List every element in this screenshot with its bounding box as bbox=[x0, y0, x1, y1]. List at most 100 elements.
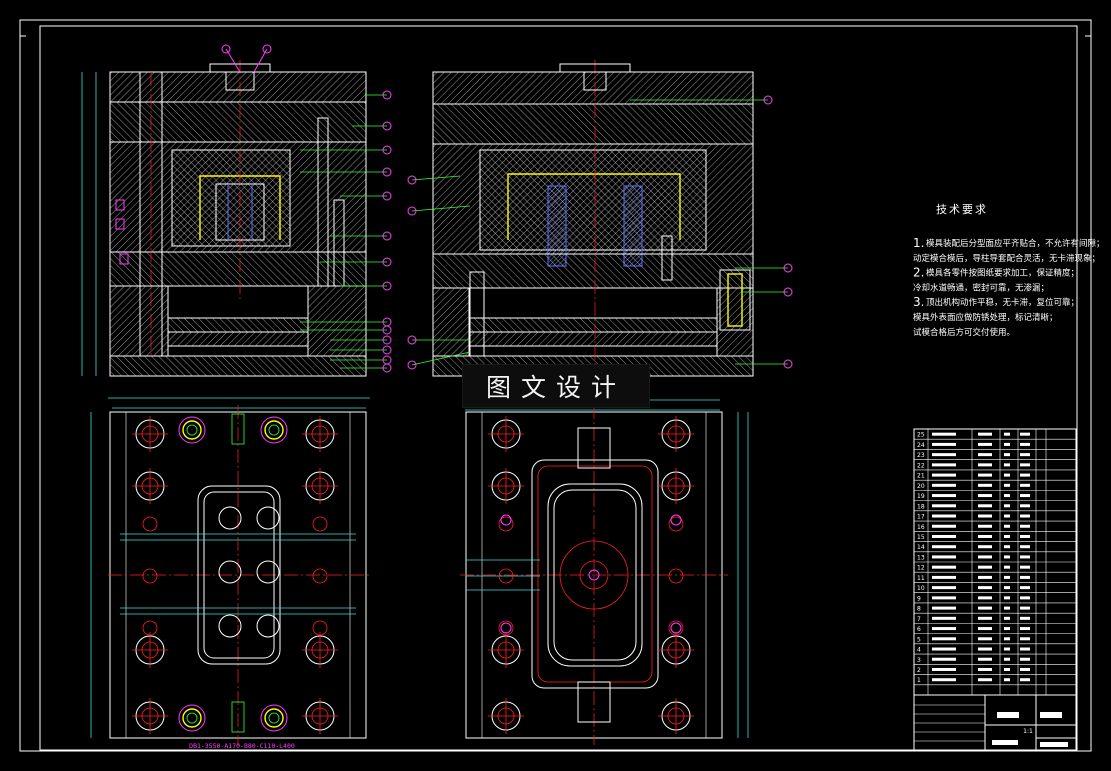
bolt-hole bbox=[668, 516, 684, 532]
bom-row-name bbox=[978, 565, 992, 569]
bom-row-material bbox=[1020, 534, 1030, 538]
plan-view-left-circles bbox=[132, 416, 338, 734]
bolt-hole bbox=[142, 568, 158, 584]
bom-row-name bbox=[978, 606, 992, 610]
bom-row-number: 17 bbox=[917, 514, 925, 521]
bom-row-material bbox=[1020, 575, 1030, 579]
bom-row-code bbox=[932, 616, 956, 620]
bolt-hole bbox=[668, 620, 684, 636]
bom-row-material bbox=[1020, 545, 1030, 549]
bom-row-code bbox=[932, 453, 956, 457]
bom-row-name bbox=[978, 678, 992, 682]
bom-row-code bbox=[932, 596, 956, 600]
section-view-b bbox=[432, 60, 754, 377]
bom-row-name bbox=[978, 442, 992, 446]
bom-row-number: 19 bbox=[917, 493, 925, 500]
bom-row-material bbox=[1020, 453, 1030, 457]
bom-row-code bbox=[932, 473, 956, 477]
bom-row-code bbox=[932, 483, 956, 487]
requirement-line: 试模合格后方可交付使用。 bbox=[913, 327, 1015, 338]
bom-row-material bbox=[1020, 565, 1030, 569]
bom-row-material bbox=[1020, 586, 1030, 590]
guide-bush bbox=[178, 704, 206, 732]
bom-row-code bbox=[932, 637, 956, 641]
bom-row-name bbox=[978, 483, 992, 487]
bom-row-material bbox=[1020, 657, 1030, 661]
bom-row-code bbox=[932, 442, 956, 446]
bom-row-number: 25 bbox=[917, 432, 925, 439]
bom-row-qty bbox=[1004, 678, 1010, 682]
bom-row-code bbox=[932, 565, 956, 569]
bom-row-material bbox=[1020, 667, 1030, 671]
ejector-hole bbox=[218, 614, 242, 638]
bom-row-name bbox=[978, 432, 992, 436]
bom-row-qty bbox=[1004, 442, 1010, 446]
bom-row-qty bbox=[1004, 627, 1010, 631]
bolt-hole bbox=[312, 568, 328, 584]
bom-row-code bbox=[932, 575, 956, 579]
technical-requirements: 技术要求 模具装配后分型面应平齐贴合，不允许有间隙；1.动定模合模后，导柱导套配… bbox=[913, 203, 1105, 338]
bom-row-name bbox=[978, 473, 992, 477]
bom-row-qty bbox=[1004, 575, 1010, 579]
bom-row-code bbox=[932, 647, 956, 651]
guide-bush-inner bbox=[182, 420, 202, 440]
bom-row-code bbox=[932, 504, 956, 508]
requirement-number: 2. bbox=[913, 266, 924, 280]
bom-row-qty bbox=[1004, 606, 1010, 610]
ejector-hole bbox=[256, 614, 280, 638]
guide-bush bbox=[260, 416, 288, 444]
title-block-ratio: 1:1 bbox=[1023, 728, 1033, 735]
bom-row-code bbox=[932, 432, 956, 436]
bom-row-qty bbox=[1004, 514, 1010, 518]
bom-row-qty bbox=[1004, 667, 1010, 671]
bom-row-material bbox=[1020, 606, 1030, 610]
bom-row-material bbox=[1020, 463, 1030, 467]
bom-row-material bbox=[1020, 432, 1030, 436]
bom-row-number: 14 bbox=[917, 544, 925, 551]
guide-bush bbox=[260, 704, 288, 732]
pin-hole bbox=[670, 514, 682, 526]
mold-base-label: DB1-3550-A170-B80-C110-L400 bbox=[189, 742, 295, 750]
bom-row-name bbox=[978, 494, 992, 498]
bom-row-name bbox=[978, 657, 992, 661]
bom-row-number: 6 bbox=[917, 626, 921, 633]
ejector-hole bbox=[256, 506, 280, 530]
bom-row-name bbox=[978, 555, 992, 559]
bom-row-name bbox=[978, 627, 992, 631]
bom-row-qty bbox=[1004, 504, 1010, 508]
bom-row-material bbox=[1020, 647, 1030, 651]
guide-bush bbox=[178, 416, 206, 444]
bom-row-name bbox=[978, 463, 992, 467]
requirement-line: 模具各零件按图纸要求加工，保证精度； bbox=[926, 268, 1079, 279]
bolt-hole bbox=[498, 516, 514, 532]
bom-row-qty bbox=[1004, 657, 1010, 661]
bom-row-qty bbox=[1004, 555, 1010, 559]
bom-row-number: 20 bbox=[917, 483, 925, 490]
bom-row-number: 21 bbox=[917, 473, 925, 480]
guide-bush-core bbox=[268, 712, 280, 724]
bom-row-name bbox=[978, 586, 992, 590]
bom-row-code bbox=[932, 524, 956, 528]
bom-row-number: 10 bbox=[917, 585, 925, 592]
bom-row-qty bbox=[1004, 596, 1010, 600]
requirement-number: 3. bbox=[913, 295, 924, 309]
requirement-line: 模具装配后分型面应平齐贴合，不允许有间隙； bbox=[926, 238, 1105, 249]
bom-row-name bbox=[978, 647, 992, 651]
bom-row-number: 5 bbox=[917, 636, 921, 643]
bom-row-number: 24 bbox=[917, 442, 925, 449]
technical-requirements-title: 技术要求 bbox=[936, 203, 988, 216]
bom-row-name bbox=[978, 504, 992, 508]
bolt-hole bbox=[142, 620, 158, 636]
bom-row-code bbox=[932, 494, 956, 498]
bom-row-material bbox=[1020, 504, 1030, 508]
bom-row-number: 9 bbox=[917, 595, 921, 602]
guide-bush-inner bbox=[264, 708, 284, 728]
bom-row-material bbox=[1020, 483, 1030, 487]
bom-row-name bbox=[978, 637, 992, 641]
bom-row-name bbox=[978, 534, 992, 538]
bom-row-code bbox=[932, 534, 956, 538]
bom-row-code bbox=[932, 545, 956, 549]
bom-row-number: 22 bbox=[917, 462, 925, 469]
bom-row-name bbox=[978, 524, 992, 528]
bom-row-number: 7 bbox=[917, 616, 921, 623]
